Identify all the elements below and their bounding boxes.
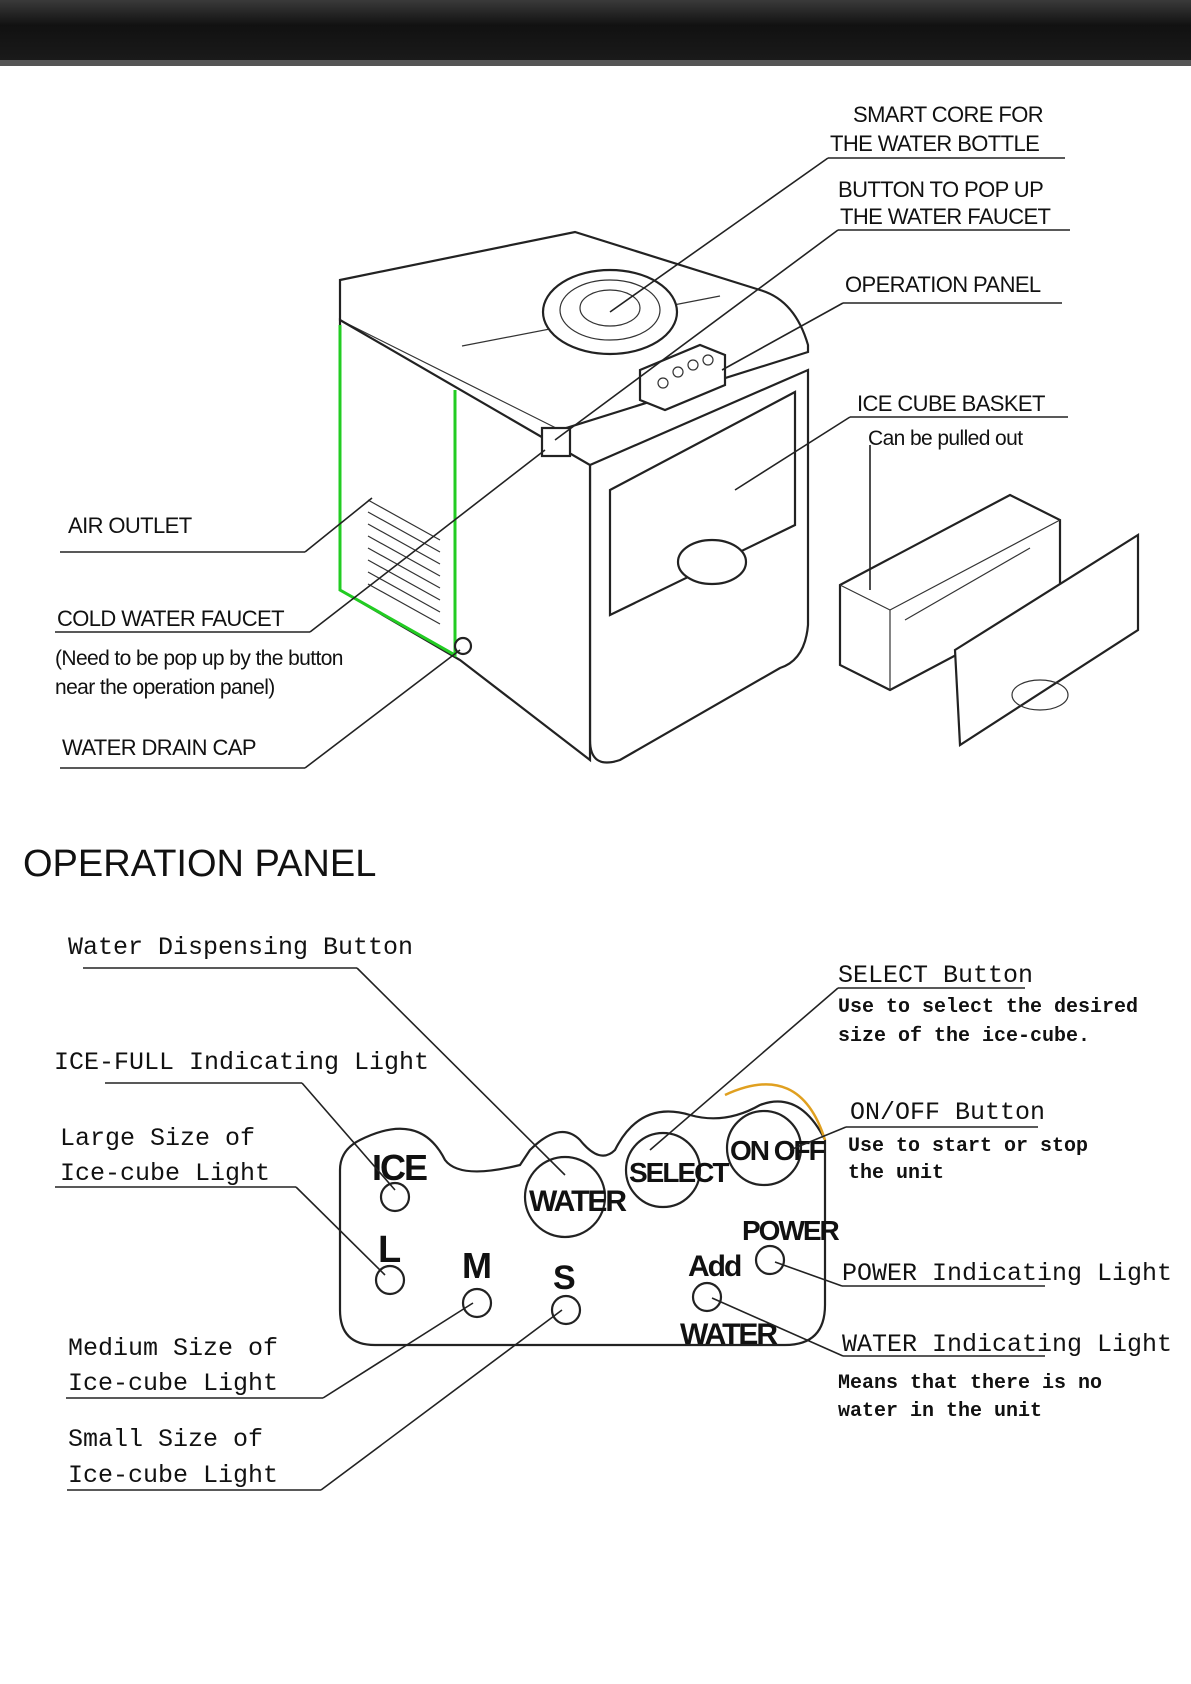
top-header-bar [0,0,1191,64]
onoff-button [725,1109,803,1187]
section-heading: OPERATION PANEL [23,843,376,885]
medium-light [461,1287,493,1319]
label-air-outlet: AIR OUTLET [68,513,192,538]
green-outline [338,325,457,658]
device-labels: SMART CORE FOR THE WATER BOTTLE BUTTON T… [55,102,1051,760]
face-small: S [553,1259,575,1297]
label-water-light: WATER Indicating Light [842,1330,1172,1359]
operation-panel-drawing: ICE L M S WATER SELECT ON OFF POWER Add … [338,1083,842,1351]
label-pop-button-line1: BUTTON TO POP UP [838,177,1043,202]
label-select-note-line1: Use to select the desired [838,996,1138,1019]
label-smart-core-line1: SMART CORE FOR [853,102,1043,127]
label-power-light: POWER Indicating Light [842,1259,1172,1288]
face-medium: M [462,1245,490,1286]
label-smart-core-line2: THE WATER BOTTLE [830,131,1039,156]
face-power: POWER [742,1215,840,1246]
face-add: Add [688,1250,741,1283]
label-water-note-line2: water in the unit [838,1400,1042,1423]
device-leader-lines [55,157,1070,769]
face-large: L [378,1229,401,1271]
power-light [754,1244,786,1276]
label-select-note-line2: size of the ice-cube. [838,1025,1090,1048]
ice-window [608,390,797,617]
label-medium-line1: Medium Size of [68,1334,278,1363]
label-small-line2: Ice-cube Light [68,1461,278,1490]
label-cold-faucet-note-line1: (Need to be pop up by the button [55,647,343,670]
label-ice-full: ICE-FULL Indicating Light [54,1048,429,1077]
ice-maker-illustration [338,230,810,764]
label-onoff-note-line2: the unit [848,1162,944,1185]
label-onoff-title: ON/OFF Button [850,1098,1045,1127]
label-cold-faucet-note-line2: near the operation panel) [55,676,275,699]
label-water-note-line1: Means that there is no [838,1372,1102,1395]
face-onoff: ON OFF [730,1135,826,1166]
small-light [550,1294,582,1326]
add-water-light [691,1281,723,1313]
ice-full-light [379,1181,411,1213]
panel-labels: Water Dispensing Button ICE-FULL Indicat… [54,933,1172,1490]
face-water: WATER [529,1185,627,1218]
label-water-button: Water Dispensing Button [68,933,413,962]
label-medium-line2: Ice-cube Light [68,1369,278,1398]
face-select: SELECT [629,1157,729,1188]
select-button [624,1131,702,1209]
header-bar-edge [0,60,1191,66]
label-cold-faucet: COLD WATER FAUCET [57,606,284,631]
face-add-water: WATER [680,1318,778,1351]
label-drain-cap: WATER DRAIN CAP [62,735,256,760]
panel-leader-lines [55,967,1045,1491]
label-ice-basket-note: Can be pulled out [868,427,1023,450]
label-onoff-note-line1: Use to start or stop [848,1135,1088,1158]
label-operation-panel: OPERATION PANEL [845,272,1041,297]
label-large-line2: Ice-cube Light [60,1159,270,1188]
orange-arc [724,1083,827,1141]
face-ice: ICE [372,1147,427,1188]
water-button [523,1155,607,1239]
label-ice-basket: ICE CUBE BASKET [857,391,1045,416]
label-small-line1: Small Size of [68,1425,263,1454]
ice-basket-illustration [838,493,1140,747]
label-pop-button-line2: THE WATER FAUCET [840,204,1051,229]
label-large-line1: Large Size of [60,1124,255,1153]
label-select-title: SELECT Button [838,961,1033,990]
